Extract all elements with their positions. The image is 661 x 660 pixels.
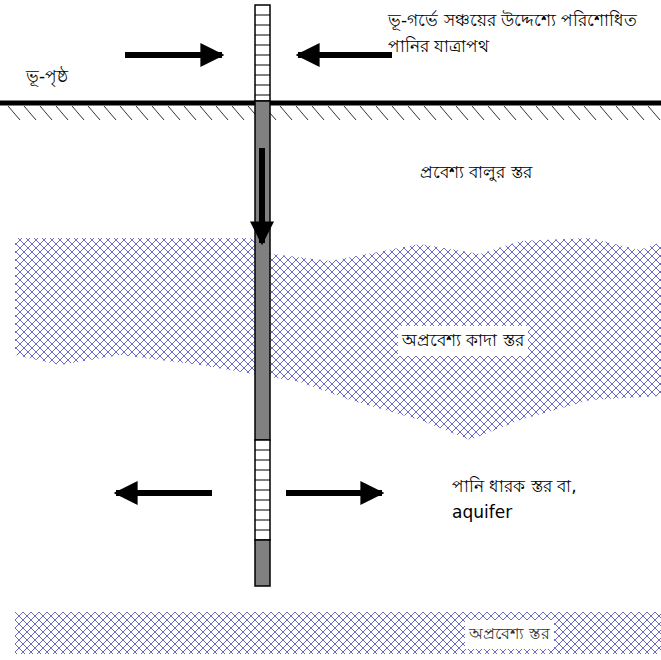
crosshatch-fill xyxy=(15,612,661,654)
ground-surface xyxy=(0,103,661,120)
layer-label: অপ্রবেশ্য স্তর xyxy=(465,620,554,649)
soil-layer-band: অপ্রবেশ্য কাদা স্তর xyxy=(0,228,661,448)
crosshatch-fill xyxy=(0,228,661,448)
ground-surface-label: ভূ-পৃষ্ঠ xyxy=(26,64,68,90)
layer-label: প্রবেশ্য বালুর স্তর xyxy=(420,160,532,186)
aquifer-label: পানি ধারক স্তর বা, aquifer xyxy=(452,474,627,525)
recharge-well-pipe xyxy=(255,5,270,586)
soil-layer-band: অপ্রবেশ্য স্তর xyxy=(15,612,661,654)
flow-path-label: ভূ-গর্ভে সঞ্চয়ের উদ্দেশ্যে পরিশোধিত পান… xyxy=(388,8,656,59)
layer-label: অপ্রবেশ্য কাদা স্তর xyxy=(398,326,528,356)
